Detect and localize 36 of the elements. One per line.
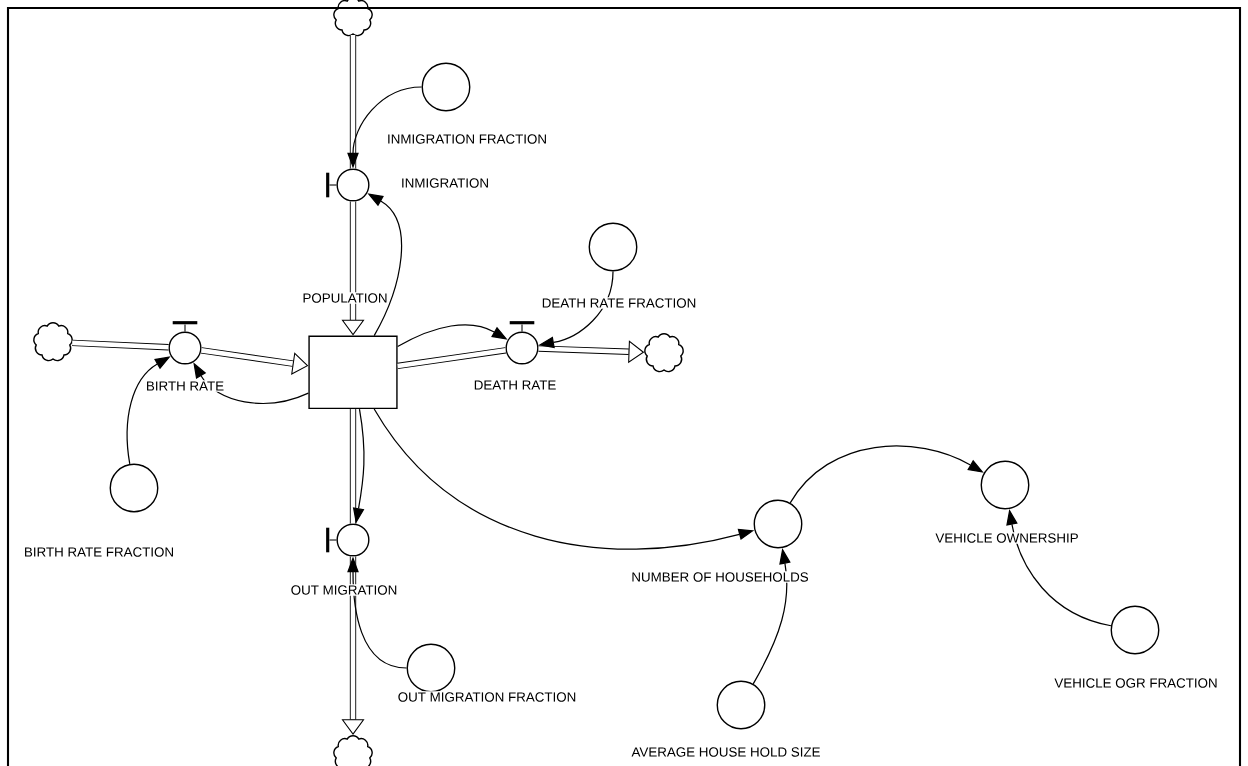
node-label: DEATH RATE	[472, 379, 558, 391]
node-label: OUT MIGRATION FRACTION	[396, 691, 578, 703]
flow-pipe	[72, 339, 169, 351]
node-label: INMIGRATION FRACTION	[385, 133, 549, 145]
cloud-symbol	[33, 321, 73, 362]
valve-symbol	[326, 523, 370, 557]
flow-pipe	[349, 34, 357, 169]
flow-pipe	[397, 347, 507, 370]
node-label: BIRTH RATE	[144, 380, 226, 392]
node-label: BIRTH RATE FRACTION	[22, 546, 176, 558]
cloud-symbol	[333, 734, 373, 766]
flow-pipe	[341, 556, 365, 735]
converter-circle	[588, 222, 638, 272]
converter-circle	[406, 643, 456, 693]
converter-circle	[980, 460, 1030, 510]
valve-symbol	[168, 321, 202, 365]
node-label: NUMBER OF HOUSEHOLDS	[630, 571, 810, 583]
node-label: OUT MIGRATION	[289, 584, 399, 596]
converter-circle	[753, 499, 803, 549]
node-label: AVERAGE HOUSE HOLD SIZE	[630, 746, 822, 758]
stock-box	[308, 335, 398, 410]
converter-circle	[716, 680, 766, 730]
valve-symbol	[326, 168, 370, 202]
valve-symbol	[505, 321, 539, 365]
node-label: POPULATION	[301, 292, 389, 304]
node-label: VEHICLE OGR FRACTION	[1053, 677, 1219, 689]
flow-pipe	[341, 201, 365, 336]
converter-circle	[1110, 605, 1160, 655]
converter-circle	[421, 62, 471, 112]
flow-pipe	[349, 409, 357, 524]
cloud-symbol	[333, 0, 373, 37]
node-label: INMIGRATION	[399, 177, 491, 189]
converter-circle	[109, 463, 159, 513]
cloud-symbol	[644, 332, 684, 373]
node-label: DEATH RATE FRACTION	[540, 297, 698, 309]
node-label: VEHICLE OWNERSHIP	[934, 532, 1080, 544]
